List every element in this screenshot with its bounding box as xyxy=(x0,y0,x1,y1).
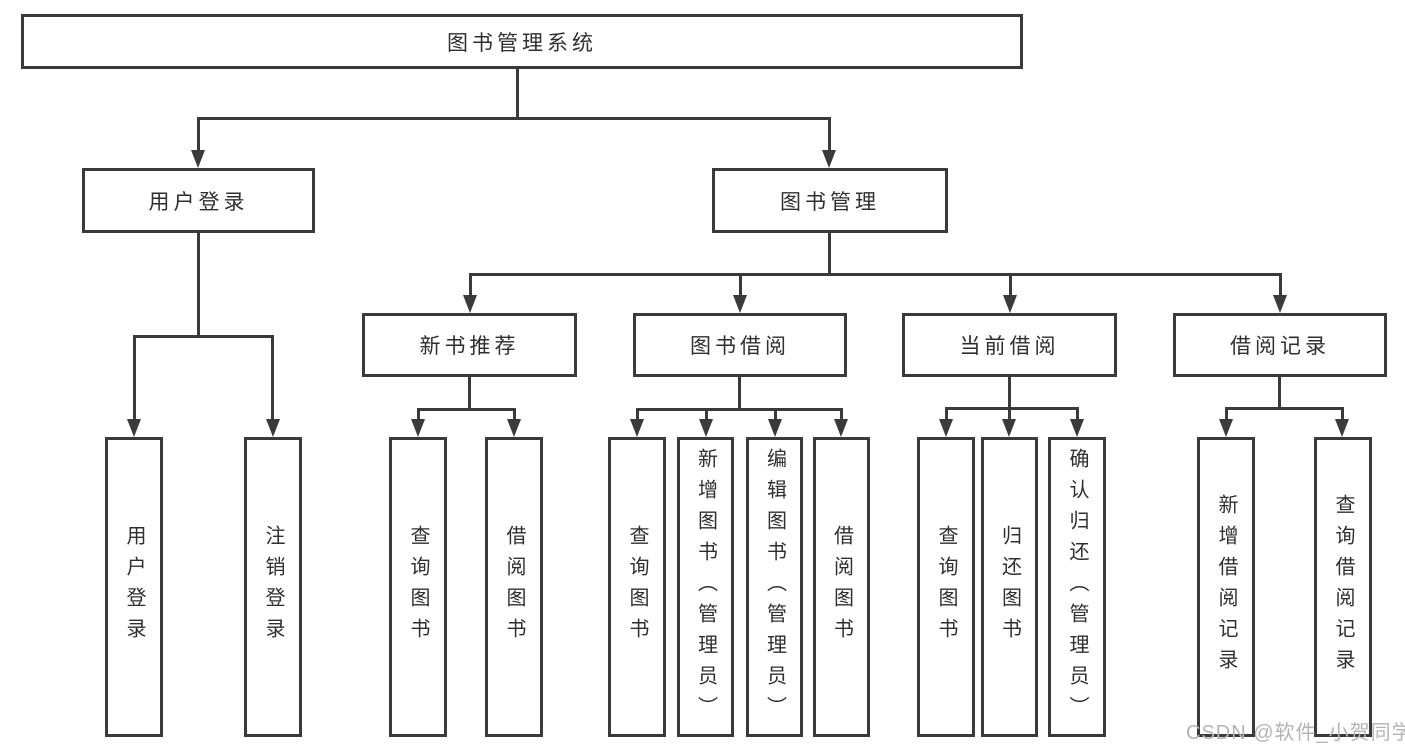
node-library-system: 图书管理系统 xyxy=(21,14,1023,69)
node-label: 归还图书 xyxy=(998,525,1021,649)
arrow-head-icon xyxy=(463,295,477,313)
node-label: 新增图书（管理员） xyxy=(694,447,717,727)
arrow-head-icon xyxy=(822,150,836,168)
arrow-head-icon xyxy=(507,419,521,437)
node-label: 查询图书 xyxy=(626,525,648,649)
connector-line xyxy=(739,273,742,297)
connector-line xyxy=(197,117,831,120)
connector-line xyxy=(1008,407,1011,421)
node-label: 编辑图书（管理员） xyxy=(763,447,786,727)
node-user-login: 用户登录 xyxy=(82,168,315,233)
arrow-head-icon xyxy=(411,419,425,437)
node-label: 借阅图书 xyxy=(503,525,525,649)
node-label: 用户登录 xyxy=(123,525,145,649)
node-label: 当前借阅 xyxy=(959,335,1060,358)
connector-line xyxy=(774,408,777,421)
node-label: 查询图书 xyxy=(407,525,429,649)
leaf-query-books-current: 查询图书 xyxy=(917,437,975,737)
arrow-head-icon xyxy=(939,419,953,437)
leaf-confirm-return-admin: 确认归还（管理员） xyxy=(1048,437,1106,737)
connector-line xyxy=(513,408,516,421)
node-current-borrow: 当前借阅 xyxy=(902,313,1117,377)
csdn-watermark: CSDN @软件_小贺同学 xyxy=(1186,722,1405,744)
connector-line xyxy=(469,273,472,297)
connector-line xyxy=(1008,377,1011,407)
node-borrow-records: 借阅记录 xyxy=(1173,313,1387,377)
node-label: 图书管理系统 xyxy=(447,31,597,55)
node-new-book-recommend: 新书推荐 xyxy=(362,313,577,377)
node-label: 查询借阅记录 xyxy=(1332,494,1354,680)
connector-line xyxy=(1225,407,1344,410)
node-label: 借阅记录 xyxy=(1230,335,1330,358)
node-label: 注销登录 xyxy=(262,525,284,649)
arrow-head-icon xyxy=(1219,419,1233,437)
node-book-borrow: 图书借阅 xyxy=(633,313,847,377)
node-label: 图书管理 xyxy=(780,190,880,214)
arrow-head-icon xyxy=(191,150,205,168)
arrow-head-icon xyxy=(768,419,782,437)
node-label: 图书借阅 xyxy=(690,335,790,358)
connector-line xyxy=(417,408,420,421)
connector-line xyxy=(840,408,843,421)
node-label: 查询图书 xyxy=(935,525,957,649)
connector-line xyxy=(271,335,274,421)
arrow-head-icon xyxy=(1002,419,1016,437)
connector-line xyxy=(828,117,831,152)
node-label: 借阅图书 xyxy=(830,525,853,649)
connector-line xyxy=(636,408,639,421)
node-label: 新增借阅记录 xyxy=(1215,494,1237,680)
leaf-return-books: 归还图书 xyxy=(981,437,1038,737)
connector-line xyxy=(1225,407,1228,421)
node-label: 新书推荐 xyxy=(419,335,520,358)
leaf-borrow-books-recommend: 借阅图书 xyxy=(485,437,543,737)
arrow-head-icon xyxy=(1003,295,1017,313)
connector-line xyxy=(468,377,471,408)
arrow-head-icon xyxy=(699,419,713,437)
connector-line xyxy=(516,69,519,117)
leaf-query-borrow-record: 查询借阅记录 xyxy=(1314,437,1372,737)
connector-line xyxy=(1076,407,1079,421)
node-label: 用户登录 xyxy=(148,190,249,214)
arrow-head-icon xyxy=(1070,419,1084,437)
leaf-query-books-recommend: 查询图书 xyxy=(389,437,447,737)
leaf-user-login: 用户登录 xyxy=(105,437,163,737)
leaf-edit-book-admin: 编辑图书（管理员） xyxy=(746,437,803,737)
connector-line xyxy=(945,407,1079,410)
connector-line xyxy=(469,273,1281,276)
leaf-add-book-admin: 新增图书（管理员） xyxy=(677,437,734,737)
arrow-head-icon xyxy=(834,419,848,437)
node-label: 确认归还（管理员） xyxy=(1066,447,1088,727)
connector-line xyxy=(197,117,200,152)
connector-line xyxy=(197,233,200,335)
arrow-head-icon xyxy=(1335,419,1349,437)
connector-line xyxy=(133,335,274,338)
leaf-add-borrow-record: 新增借阅记录 xyxy=(1197,437,1255,737)
connector-line xyxy=(705,408,708,421)
connector-line xyxy=(636,408,843,411)
connector-line xyxy=(1341,407,1344,421)
connector-line xyxy=(417,408,516,411)
arrow-head-icon xyxy=(127,419,141,437)
leaf-logout: 注销登录 xyxy=(244,437,302,737)
arrow-head-icon xyxy=(1273,295,1287,313)
connector-line xyxy=(133,335,136,421)
connector-line xyxy=(738,377,741,408)
connector-line xyxy=(1279,273,1282,297)
connector-line xyxy=(1278,377,1281,407)
arrow-head-icon xyxy=(630,419,644,437)
arrow-head-icon xyxy=(266,419,280,437)
connector-line xyxy=(945,407,948,421)
connector-line xyxy=(1009,273,1012,297)
leaf-borrow-books: 借阅图书 xyxy=(813,437,870,737)
connector-line xyxy=(828,233,831,273)
arrow-head-icon xyxy=(733,295,747,313)
leaf-query-books-borrow: 查询图书 xyxy=(608,437,666,737)
node-book-management: 图书管理 xyxy=(712,168,948,233)
